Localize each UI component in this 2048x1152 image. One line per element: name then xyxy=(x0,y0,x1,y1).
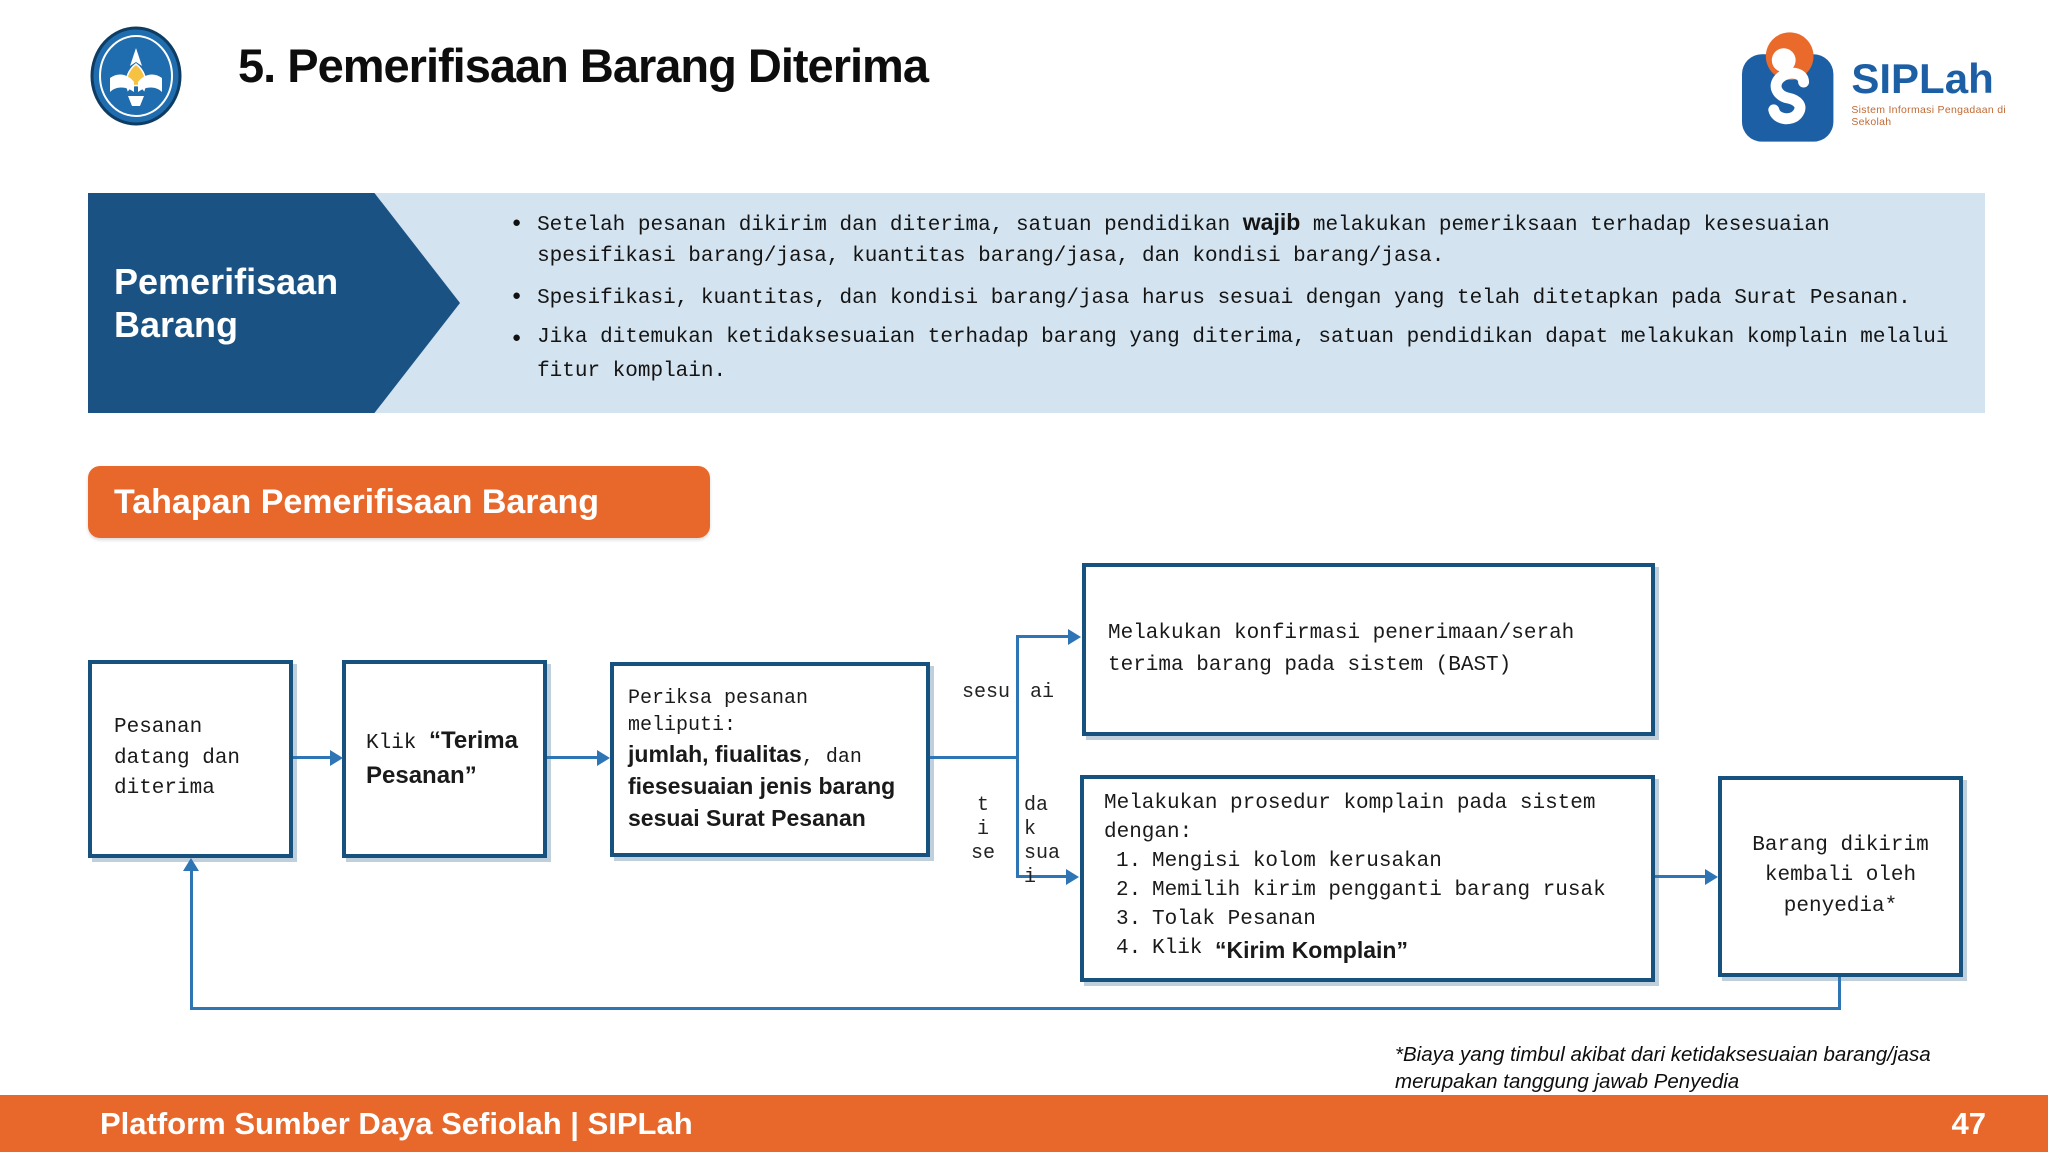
branch-label-sesuai: ai xyxy=(1030,681,1055,704)
arrow-right-icon xyxy=(597,750,610,766)
siplah-logo-name: SIPLah xyxy=(1851,55,1994,102)
bullet-item: ● Spesifikasi, kuantitas, dan kondisi ba… xyxy=(512,280,1967,314)
flow-box-barang-dikirim-kembali: Barang dikirim kembali oleh penyedia* xyxy=(1718,776,1963,977)
arrow-up-icon xyxy=(183,858,199,871)
footer-bar: Platform Sumber Daya Sefiolah | SIPLah 4… xyxy=(0,1095,2048,1152)
complain-step: 2.Memilih kirim pengganti barang rusak xyxy=(1116,879,1606,903)
info-panel-chevron: Pemerifisaan Barang xyxy=(88,193,460,413)
page-number: 47 xyxy=(1951,1105,1986,1141)
arrow-right-icon xyxy=(1705,869,1718,885)
kemendikbud-logo-icon xyxy=(90,26,182,131)
flow-box-periksa-pesanan: Periksa pesanan meliputi: jumlah, fiuali… xyxy=(610,662,930,857)
connector-line xyxy=(1016,635,1019,878)
siplah-logo-icon xyxy=(1741,32,1834,142)
bullet-icon: ● xyxy=(512,214,522,231)
connector-line xyxy=(190,869,193,1010)
flow-box-order-received: Pesanan datang dan diterima xyxy=(88,660,293,858)
section-header: Tahapan Pemerifisaan Barang xyxy=(88,466,710,538)
page-title: 5. Pemerifisaan Barang Diterima xyxy=(238,39,929,92)
flow-box-prosedur-komplain: Melakukan prosedur komplain pada sistem … xyxy=(1080,775,1655,982)
arrow-right-icon xyxy=(330,750,343,766)
footnote: *Biaya yang timbul akibat dari ketidakse… xyxy=(1395,1043,1931,1093)
bullet-icon: ● xyxy=(512,287,522,304)
info-panel-label: Pemerifisaan Barang xyxy=(114,260,339,345)
flow-box-konfirmasi-bast: Melakukan konfirmasi penerimaan/serah te… xyxy=(1082,563,1655,736)
flow-box-click-terima-pesanan: Klik “Terima Pesanan” xyxy=(342,660,547,858)
complain-step: 1.Mengisi kolom kerusakan xyxy=(1116,850,1442,874)
arrow-right-icon xyxy=(1068,629,1081,645)
bullet-item: ● Jika ditemukan ketidaksesuaian terhada… xyxy=(512,322,1967,387)
branch-label-tidak-sesuai: da k sua i xyxy=(1024,794,1061,889)
connector-line xyxy=(547,756,599,759)
connector-line xyxy=(930,756,1018,759)
bullet-item: ● Setelah pesanan dikirim dan diterima, … xyxy=(512,207,1967,272)
connector-line xyxy=(1016,635,1070,638)
section-header-label: Tahapan Pemerifisaan Barang xyxy=(114,482,599,521)
connector-line xyxy=(1016,875,1068,878)
complain-step: 3.Tolak Pesanan xyxy=(1116,908,1316,932)
connector-line xyxy=(293,756,333,759)
arrow-right-icon xyxy=(1066,869,1079,885)
siplah-logo-tagline: Sistem Informasi Pengadaan di Sekolah xyxy=(1851,104,2006,128)
branch-label-tidak-sesuai: t i se xyxy=(970,794,995,865)
branch-label-sesuai: sesu xyxy=(962,681,1011,704)
connector-line xyxy=(1838,977,1841,1010)
connector-line xyxy=(1655,875,1707,878)
siplah-logo: SIPLah Sistem Informasi Pengadaan di Sek… xyxy=(1738,30,2048,146)
connector-line xyxy=(190,1007,1841,1010)
bullet-icon: ● xyxy=(512,329,522,346)
complain-step: 4.Klik “Kirim Komplain” xyxy=(1116,937,1408,964)
footer-label: Platform Sumber Daya Sefiolah | SIPLah xyxy=(100,1105,693,1141)
info-bullet-list: ● Setelah pesanan dikirim dan diterima, … xyxy=(512,207,1967,395)
